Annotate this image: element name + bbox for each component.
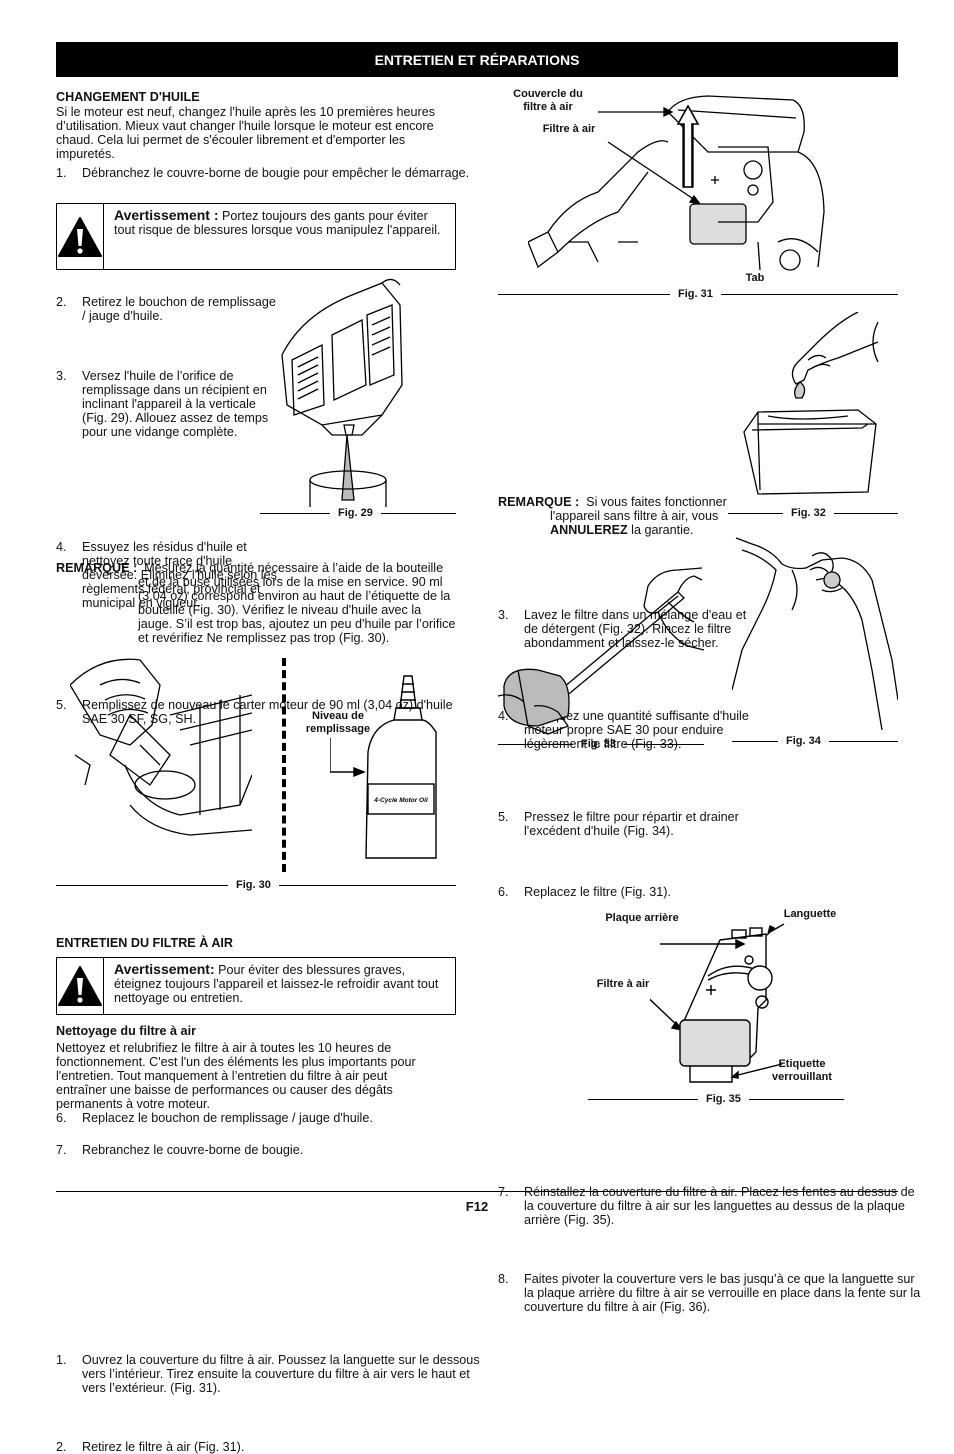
filter-intro: Nettoyez et relubrifiez le filtre à air … [56, 1041, 416, 1111]
filter-subtitle: Nettoyage du filtre à air [56, 1024, 196, 1038]
fig30-pouring-illustration [70, 655, 252, 865]
fig34-caption-row: Fig. 34 [732, 734, 898, 748]
fig29-caption-row: Fig. 29 [260, 506, 456, 520]
fig35-caption: Fig. 35 [706, 1093, 741, 1105]
warning-triangle-icon [57, 958, 104, 1014]
filter-step-3: 3. Lavez le filtre dans un mélange d'eau… [498, 608, 747, 650]
filter-step-1: 1. Ouvrez la couverture du filtre à air.… [56, 1353, 480, 1395]
oil-change-title: CHANGEMENT D'HUILE [56, 90, 200, 104]
filter-step-8: 8. Faites pivoter la couverture vers le … [498, 1272, 921, 1314]
fig35-lock-label: Etiquette verrouillant [772, 1058, 832, 1083]
fig35-filter-label: Filtre à air [596, 978, 650, 990]
warning-triangle-icon [57, 204, 104, 269]
fig31-caption: Fig. 31 [678, 288, 713, 300]
fig33-illustration [498, 566, 704, 736]
oil-step-1: 1. Débranchez le couvre-borne de bougie … [56, 166, 470, 180]
fig30-divider [282, 658, 286, 872]
fig29-caption: Fig. 29 [338, 507, 373, 519]
filter-remark: REMARQUE : Si vous faites fonctionner l'… [498, 495, 727, 537]
oil-remark-text: Mesurez la quantité nécessaire à l’aide … [138, 561, 456, 645]
fig34-illustration [732, 530, 898, 730]
filter-step-2: 2. Retirez le filtre à air (Fig. 31). [56, 1440, 245, 1454]
oil-bottle-illustration: 4-Cycle Motor Oil [330, 672, 440, 862]
fig32-caption: Fig. 32 [791, 507, 826, 519]
oil-step-5: 5. Remplissez de nouveau le carter moteu… [56, 698, 453, 726]
bottle-label-text: 4-Cycle Motor Oil [373, 797, 428, 804]
warning-title: Avertissement : [114, 207, 219, 223]
fig31-filter-label: Filtre à air [542, 123, 596, 135]
fig30-level-label: Niveau de remplissage [305, 710, 371, 735]
fig35-illustration [650, 920, 790, 1086]
oil-remark: REMARQUE : Mesurez la quantité nécessair… [56, 561, 456, 645]
fig31-illustration [528, 92, 828, 272]
filter-warning-title: Avertissement: [114, 961, 215, 977]
oil-remark-label: REMARQUE : [56, 561, 138, 575]
warning-text: Portez toujours des gants pour éviter to… [114, 209, 441, 237]
fig33-caption: Fig. 33 [581, 738, 616, 750]
filter-remark-label: REMARQUE : [498, 495, 580, 509]
filter-step-6: 6. Replacez le filtre (Fig. 31). [498, 885, 671, 899]
oil-step-7: 7. Rebranchez le couvre-borne de bougie. [56, 1143, 304, 1157]
fig32-illustration [738, 312, 888, 502]
oil-step-3: 3. Versez l'huile de l’orifice de rempli… [56, 369, 269, 439]
fig29-illustration [262, 275, 432, 507]
filter-remark-bold: ANNULEREZ [550, 523, 628, 537]
fig35-caption-row: Fig. 35 [588, 1092, 844, 1106]
filter-step-7: 7. Réinstallez la couverture du filtre à… [498, 1185, 915, 1227]
fig31-caption-row: Fig. 31 [498, 287, 898, 301]
fig33-caption-row: Fig. 33 [498, 737, 704, 751]
filter-warning-text: Pour éviter des blessures graves, éteign… [114, 963, 439, 1005]
section-header: ENTRETIEN ET RÉPARATIONS [56, 42, 898, 77]
fig35-back-plate-label: Plaque arrière [605, 912, 679, 924]
oil-warning-box: Avertissement : Portez toujours des gant… [56, 203, 456, 270]
section-header-title: ENTRETIEN ET RÉPARATIONS [374, 51, 580, 68]
oil-step-2: 2. Retirez le bouchon de remplissage / j… [56, 295, 276, 323]
oil-step-6: 6. Replacez le bouchon de remplissage / … [56, 1111, 373, 1125]
filter-step-4: 4. Appliquez une quantité suffisante d'h… [498, 709, 749, 751]
filter-warning-box: Avertissement: Pour éviter des blessures… [56, 957, 456, 1015]
fig30-caption-row: Fig. 30 [56, 878, 456, 892]
oil-step-4: 4. Essuyez les résidus d'huile et nettoy… [56, 540, 277, 610]
page-number: F12 [465, 1199, 489, 1214]
fig31-tab-label: Tab [745, 272, 765, 284]
fig32-caption-row: Fig. 32 [728, 506, 898, 520]
oil-intro: Si le moteur est neuf, changez l'huile a… [56, 105, 436, 161]
footer-divider [56, 1191, 898, 1192]
fig34-caption: Fig. 34 [786, 735, 821, 747]
fig31-cover-label: Couvercle du filtre à air [513, 88, 583, 113]
filter-title: ENTRETIEN DU FILTRE À AIR [56, 936, 234, 950]
fig30-caption: Fig. 30 [236, 879, 271, 891]
fig35-tongue-label: Languette [783, 908, 837, 920]
filter-step-5: 5. Pressez le filtre pour répartir et dr… [498, 810, 739, 838]
